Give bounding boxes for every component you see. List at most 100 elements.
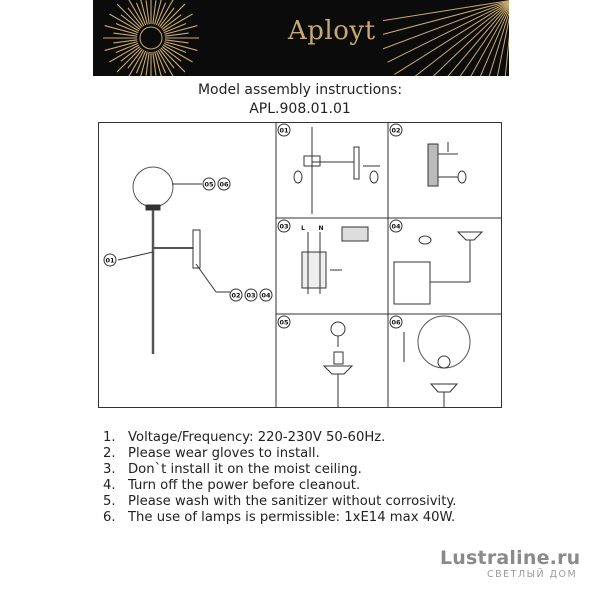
callout-03: 03 bbox=[246, 292, 255, 300]
step-04-badge: 04 bbox=[391, 223, 401, 231]
step-01-drawing bbox=[293, 127, 380, 214]
sun-ray bbox=[162, 44, 193, 63]
sun-ray bbox=[163, 22, 187, 34]
wire-n-label: N bbox=[318, 225, 323, 232]
step-06-badge: 06 bbox=[391, 319, 401, 327]
sun-ray bbox=[104, 41, 138, 51]
sun-ray bbox=[157, 0, 174, 27]
watermark: Lustraline.ru СВЕТЛЫЙ ДОМ bbox=[440, 547, 581, 580]
instructions-list: 1.Voltage/Frequency: 220-230V 50-60Hz. 2… bbox=[103, 430, 457, 526]
sun-ray bbox=[152, 51, 157, 76]
sun-ray bbox=[161, 46, 182, 62]
sun-ray bbox=[115, 42, 139, 54]
brand-banner: Aployt bbox=[93, 0, 509, 76]
sun-ray bbox=[116, 3, 142, 29]
sun-ray bbox=[140, 0, 148, 25]
sun-ray bbox=[161, 14, 182, 30]
sun-ray bbox=[152, 0, 157, 25]
watermark-main: Lustraline.ru bbox=[440, 547, 581, 569]
callout-05: 05 bbox=[204, 181, 214, 189]
sun-ray bbox=[154, 51, 162, 76]
diagram-frame bbox=[98, 122, 502, 408]
page-title: Model assembly instructions: bbox=[197, 82, 403, 98]
sun-ray bbox=[163, 42, 187, 54]
instruction-item: 1.Voltage/Frequency: 220-230V 50-60Hz. bbox=[103, 430, 386, 445]
sun-ray bbox=[155, 50, 167, 74]
instruction-item: 3.Don`t install it on the moist ceiling. bbox=[103, 462, 362, 477]
watermark-sub: СВЕТЛЫЙ ДОМ bbox=[487, 569, 578, 580]
wire-l-label: L bbox=[301, 225, 305, 232]
sun-ray bbox=[109, 13, 140, 32]
sun-ray bbox=[145, 0, 150, 25]
sun-ray bbox=[496, 17, 509, 76]
sun-ray bbox=[432, 3, 509, 76]
callout-glass: 05 06 bbox=[202, 177, 231, 191]
sun-ray bbox=[113, 39, 138, 44]
sun-ray bbox=[479, 8, 509, 76]
sun-ray bbox=[447, 3, 509, 76]
sun-ray bbox=[127, 48, 143, 69]
sun-ray bbox=[160, 3, 186, 29]
sun-ray bbox=[159, 48, 175, 69]
step-badges: 01 02 03 04 05 06 bbox=[277, 123, 403, 329]
sun-ray bbox=[164, 32, 189, 37]
sun-ray bbox=[109, 44, 140, 63]
model-number: APL.908.01.01 bbox=[249, 101, 351, 117]
sun-ray bbox=[157, 49, 174, 76]
sun-ray bbox=[470, 6, 509, 76]
sun-ray bbox=[162, 13, 193, 32]
sun-ray bbox=[164, 41, 198, 51]
sun-ray bbox=[115, 22, 139, 34]
sun-ray bbox=[155, 2, 167, 26]
sun-ray bbox=[135, 2, 147, 26]
step-04-drawing bbox=[393, 231, 484, 305]
instruction-item: 6.The use of lamps is permissible: 1xE14… bbox=[103, 510, 456, 525]
sunburst-logo bbox=[103, 0, 199, 76]
sun-ray bbox=[120, 46, 141, 62]
instruction-item: 2.Please wear gloves to install. bbox=[103, 446, 320, 461]
callout-arm: 01 bbox=[103, 253, 117, 267]
sun-ray bbox=[387, 1, 509, 63]
sun-ray bbox=[113, 32, 138, 37]
sun-ray bbox=[128, 0, 145, 27]
sun-ray bbox=[383, 0, 509, 22]
sun-ray bbox=[135, 50, 147, 74]
sun-ray bbox=[160, 47, 186, 73]
callout-06: 06 bbox=[219, 181, 229, 189]
sun-ray bbox=[383, 0, 509, 50]
step-02-badge: 02 bbox=[391, 127, 400, 135]
sunburst-right bbox=[383, 0, 509, 76]
sun-ray bbox=[394, 1, 509, 75]
sun-ray bbox=[383, 0, 509, 35]
step-02-drawing bbox=[427, 142, 467, 187]
step-06-drawing bbox=[403, 315, 471, 408]
lamp-overview bbox=[117, 166, 230, 354]
step-05-badge: 05 bbox=[279, 319, 289, 327]
sun-ray bbox=[164, 39, 189, 44]
sun-ray bbox=[145, 51, 150, 76]
sun-ray bbox=[164, 25, 198, 35]
step-03-badge: 03 bbox=[279, 223, 288, 231]
sun-ray bbox=[140, 51, 148, 76]
sun-ray bbox=[459, 4, 509, 76]
callout-01: 01 bbox=[105, 257, 115, 265]
callout-mount: 02 03 04 bbox=[229, 288, 273, 302]
brand-name: Aployt bbox=[288, 16, 376, 46]
sun-ray bbox=[128, 49, 145, 76]
sun-ray bbox=[504, 34, 509, 76]
step-05-drawing bbox=[322, 321, 354, 408]
sun-ray bbox=[104, 25, 138, 35]
callout-04: 04 bbox=[261, 292, 271, 300]
sun-ray bbox=[120, 14, 141, 30]
sun-ray bbox=[154, 0, 162, 25]
step-01-badge: 01 bbox=[279, 127, 289, 135]
assembly-diagram: 05 06 01 02 03 04 01 02 03 04 05 bbox=[98, 122, 502, 408]
sun-ray bbox=[116, 47, 142, 73]
instruction-item: 4.Turn off the power before cleanout. bbox=[103, 478, 361, 493]
sun-ray bbox=[127, 7, 143, 28]
step-03-drawing bbox=[301, 226, 369, 294]
callout-02: 02 bbox=[231, 292, 240, 300]
sun-ray bbox=[488, 11, 509, 76]
instruction-item: 5.Please wash with the sanitizer without… bbox=[103, 494, 457, 509]
wiring-labels: L N bbox=[301, 225, 323, 232]
